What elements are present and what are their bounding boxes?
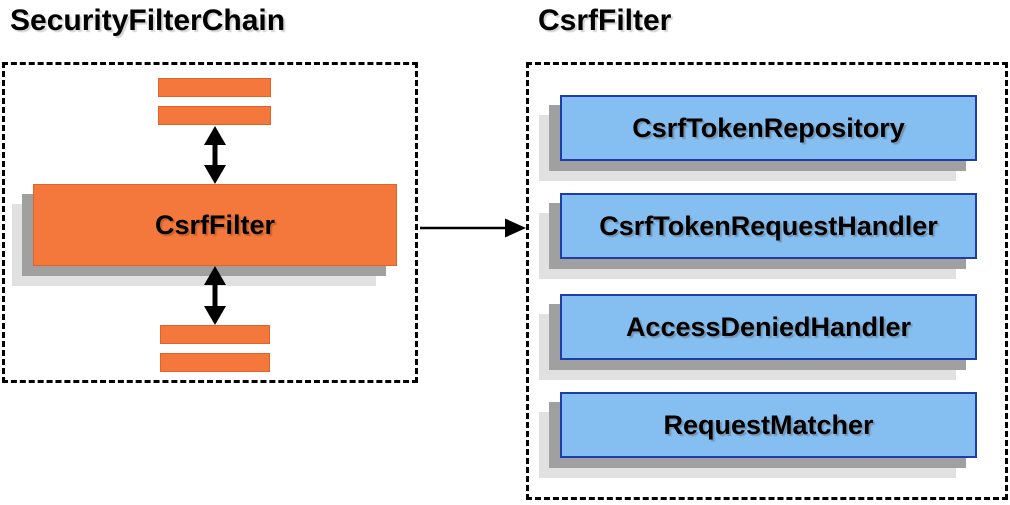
component-label: CsrfTokenRepository — [632, 112, 905, 143]
csrf-filter-title: CsrfFilter — [538, 4, 672, 37]
security-filter-chain-title: SecurityFilterChain — [10, 4, 286, 37]
request-matcher-box: RequestMatcher — [560, 392, 977, 458]
filter-bar-bottom-2 — [160, 353, 270, 372]
up-down-arrow-icon — [202, 126, 228, 184]
csrf-filter-box-label: CsrfFilter — [154, 209, 276, 240]
filter-bar-top-2 — [158, 106, 271, 125]
csrf-filter-panel — [526, 62, 1008, 500]
security-filter-chain-panel — [2, 62, 418, 383]
component-label: AccessDeniedHandler — [625, 311, 912, 342]
up-down-arrow-icon — [202, 266, 228, 325]
component-label: RequestMatcher — [663, 409, 874, 440]
csrf-token-request-handler-box: CsrfTokenRequestHandler — [560, 193, 977, 259]
component-label: CsrfTokenRequestHandler — [599, 210, 938, 241]
filter-bar-bottom-1 — [160, 325, 270, 344]
filter-bar-top-1 — [158, 78, 271, 97]
flow-arrow-icon — [420, 215, 526, 241]
csrf-token-repository-box: CsrfTokenRepository — [560, 95, 977, 161]
csrf-filter-box: CsrfFilter — [33, 184, 397, 266]
access-denied-handler-box: AccessDeniedHandler — [560, 294, 977, 360]
